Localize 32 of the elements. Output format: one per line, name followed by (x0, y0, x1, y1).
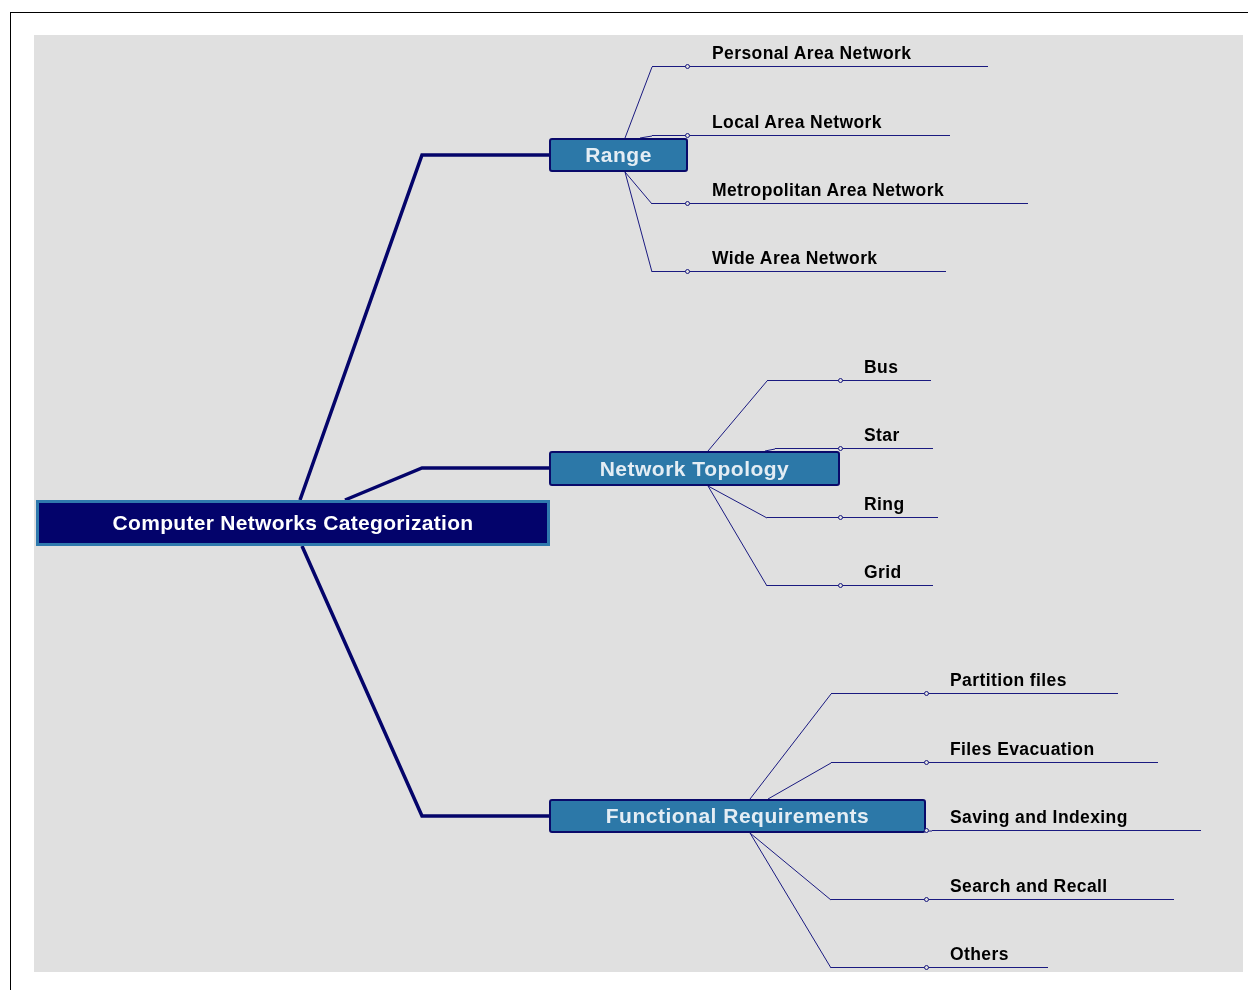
root-topic-box: Computer Networks Categorization (36, 500, 550, 546)
branch-topic-box: Functional Requirements (549, 799, 926, 833)
connector-line (749, 693, 832, 800)
subtopic-text: Bus (864, 357, 899, 378)
connector-line (707, 485, 768, 587)
connector-line (707, 485, 768, 519)
subtopic-text: Personal Area Network (712, 43, 912, 64)
subtopic-text: Star (864, 425, 900, 446)
connector-line (344, 466, 549, 502)
branch-topic-box: Network Topology (549, 451, 840, 486)
connector-line (624, 171, 653, 273)
connector-line (749, 832, 832, 901)
subtopic-text: Ring (864, 494, 905, 515)
subtopic-text: Local Area Network (712, 112, 882, 133)
branch-topic-box: Range (549, 138, 688, 172)
connector-line (707, 380, 768, 452)
connector-line (767, 762, 832, 800)
subtopic-text: Wide Area Network (712, 248, 878, 269)
connector-line (298, 153, 549, 501)
subtopic-text: Files Evacuation (950, 739, 1095, 760)
connector-line (639, 135, 653, 139)
subtopic-text: Search and Recall (950, 876, 1108, 897)
subtopic-text: Grid (864, 562, 902, 583)
connector-line (300, 545, 549, 818)
subtopic-text: Saving and Indexing (950, 807, 1128, 828)
connector-line (764, 448, 776, 452)
connector-line (624, 171, 653, 205)
subtopic-text: Others (950, 944, 1009, 965)
connector-line (624, 66, 653, 139)
subtopic-text: Metropolitan Area Network (712, 180, 945, 201)
subtopic-text: Partition files (950, 670, 1067, 691)
connector-line (749, 832, 832, 969)
